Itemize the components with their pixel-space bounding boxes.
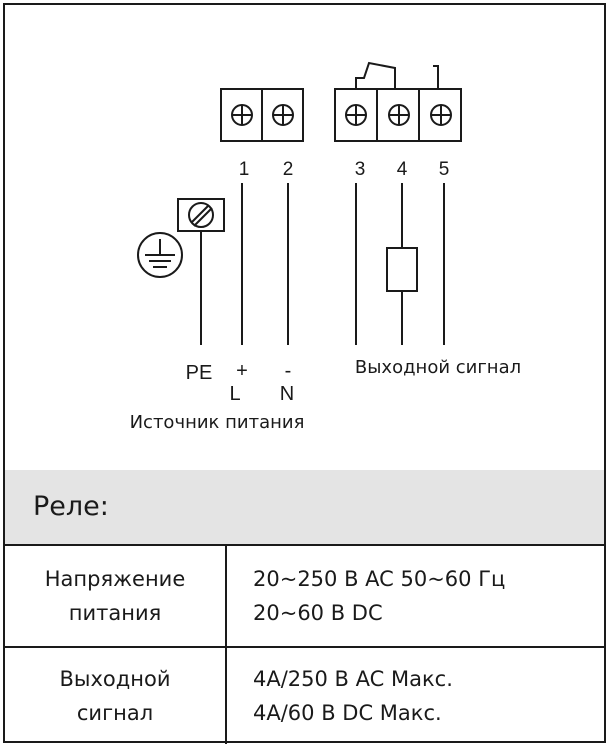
fuse-symbol (386, 247, 418, 292)
terminal-number: 2 (283, 159, 294, 180)
terminal-screw-icon (388, 104, 410, 126)
table-row: Выходной сигнал 4A/250 В AC Макс. 4A/60 … (5, 646, 604, 744)
relay-contact-symbol (355, 61, 439, 89)
n-label: N (280, 383, 294, 405)
plus-label: + (236, 360, 248, 382)
terminal-number: 3 (355, 159, 366, 180)
spec-value-output-signal: 4A/250 В AC Макс. 4A/60 В DC Макс. (226, 646, 604, 744)
terminal-screw-icon (272, 104, 294, 126)
terminal-number: 4 (397, 159, 408, 180)
l-label: L (229, 383, 240, 405)
relay-header: Реле: (5, 470, 604, 544)
wiring-diagram: 1 2 3 4 5 PE + - L N Источник питания Выходн… (130, 61, 521, 433)
table-row: Напряжение питания 20~250 В AC 50~60 Гц … (5, 544, 604, 647)
terminal-screw-icon (231, 104, 253, 126)
ground-icon (137, 232, 183, 278)
pe-label: PE (186, 362, 213, 384)
spec-value-supply-voltage: 20~250 В AC 50~60 Гц 20~60 В DC (226, 544, 604, 647)
terminal-number: 1 (239, 159, 250, 180)
terminal-screw-icon (345, 104, 367, 126)
terminal-screw-icon (430, 104, 452, 126)
spec-name-supply-voltage: Напряжение питания (5, 544, 227, 647)
pe-terminal (177, 198, 225, 232)
power-source-label: Источник питания (130, 412, 305, 433)
terminal-number: 5 (439, 159, 450, 180)
spec-table: Напряжение питания 20~250 В AC 50~60 Гц … (5, 544, 604, 744)
spec-name-output-signal: Выходной сигнал (5, 646, 227, 744)
diagram-frame: 1 2 3 4 5 PE + - L N Источник питания Выходн… (3, 3, 606, 744)
minus-label: - (285, 360, 292, 382)
output-signal-label: Выходной сигнал (355, 357, 521, 378)
pe-screw-icon (188, 202, 214, 228)
